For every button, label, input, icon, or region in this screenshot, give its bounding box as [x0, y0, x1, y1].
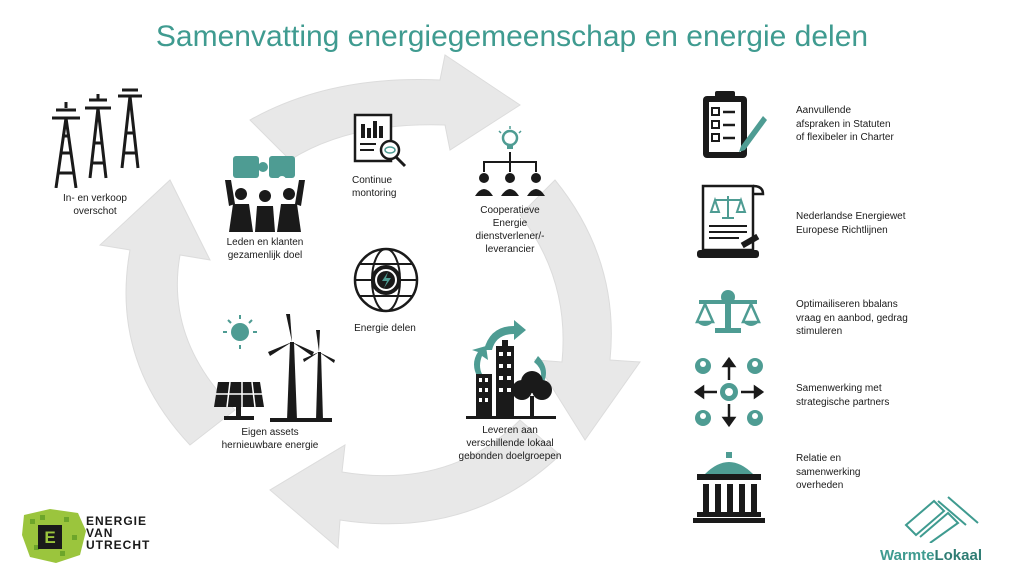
legal-document-icon	[695, 184, 771, 262]
network-people-icon	[470, 126, 565, 202]
right-item-partners: Samenwerking met strategische partners	[693, 356, 1023, 436]
cycle-item-assets: Eigen assets hernieuwbare energie	[205, 312, 335, 452]
cycle-item-leden: Leden en klanten gezamenlijk doel	[205, 150, 325, 262]
puzzle-hands-icon	[219, 150, 325, 232]
power-pylons-icon	[38, 88, 170, 188]
right-item-balans: Optimailiseren bbalans vraag en aanbod, …	[693, 288, 1023, 368]
city-recycle-icon	[464, 316, 580, 420]
page-title: Samenvatting energiegemeenschap en energ…	[155, 20, 869, 53]
right-item-overheden: Relatie en samenwerking overheden	[693, 452, 1023, 532]
partners-gear-icon	[693, 356, 765, 428]
right-item-energiewet: Nederlandse Energiewet Europese Richtlij…	[693, 184, 1023, 264]
cycle-item-leveren: Leveren aan verschillende lokaal gebonde…	[440, 316, 580, 463]
globe-energy-icon	[352, 246, 430, 314]
center-item: Energie delen	[340, 246, 430, 335]
logo-warmtelokaal: WarmteLokaal	[880, 495, 1020, 570]
clipboard-checklist-icon	[701, 88, 767, 160]
svg-text:E: E	[44, 528, 55, 547]
cycle-item-cooperatieve: Cooperatieve Energie dienstverlener/- le…	[455, 126, 565, 256]
warmtelokaal-mark-icon	[904, 496, 979, 543]
right-item-statuten: Aanvullende afspraken in Statuten of fle…	[693, 88, 1023, 168]
scale-icon	[695, 288, 761, 334]
cycle-item-monitoring: Continue montoring	[340, 112, 420, 200]
utrecht-map-icon: E	[22, 509, 86, 563]
logo-energie-van-utrecht: E ENERGIE VAN UTRECHT	[20, 505, 170, 565]
report-magnifier-icon	[352, 112, 420, 168]
government-building-icon	[693, 452, 765, 524]
pylons-node: In- en verkoop overschot	[20, 88, 170, 218]
renewable-energy-icon	[210, 312, 335, 424]
